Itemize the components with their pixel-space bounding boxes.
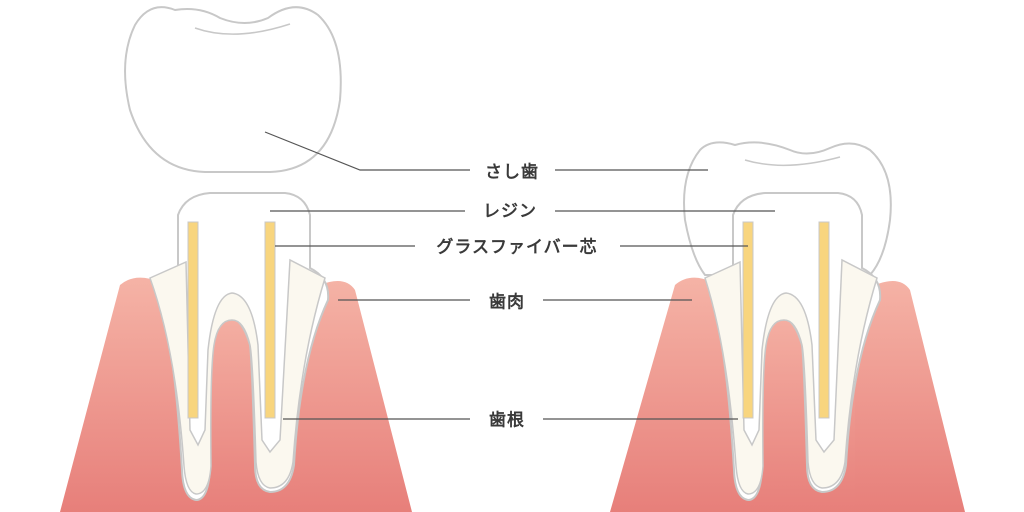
label-root: 歯根 xyxy=(489,410,525,431)
left-dentin xyxy=(149,258,326,495)
label-resin: レジン xyxy=(483,201,537,222)
leader-lines xyxy=(264,131,775,420)
label-fiber-core: グラスファイバー芯 xyxy=(436,237,598,258)
left-crown xyxy=(124,6,342,173)
right-tooth-group xyxy=(610,141,965,512)
right-gum xyxy=(610,277,965,512)
left-tooth-group xyxy=(60,6,412,512)
right-crown-groove xyxy=(744,156,841,167)
right-fiber-core-2 xyxy=(818,221,830,419)
left-fiber-core-2 xyxy=(264,221,276,419)
left-crown-groove xyxy=(194,23,291,35)
left-fiber-core-1 xyxy=(187,221,199,419)
leader-line-crown-left xyxy=(264,131,470,171)
left-gum xyxy=(60,277,412,512)
right-fiber-core-1 xyxy=(742,221,754,419)
label-gum: 歯肉 xyxy=(489,292,525,313)
right-dentin xyxy=(704,258,878,495)
label-crown: さし歯 xyxy=(485,162,539,183)
